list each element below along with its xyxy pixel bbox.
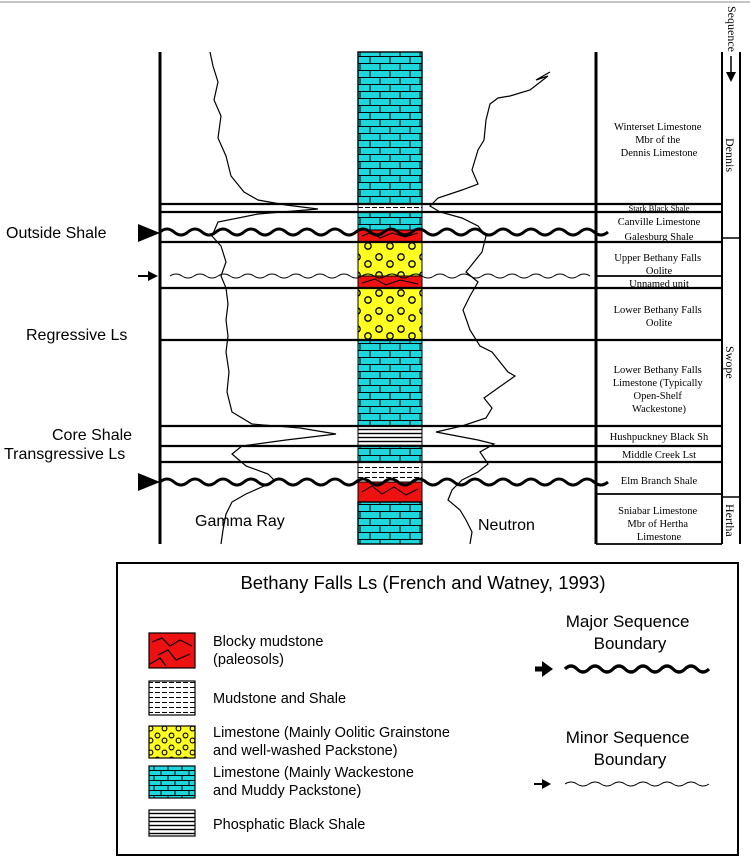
column-lower-bethany-oolite [357, 287, 423, 341]
legend-label-oolite: Limestone (Mainly Oolitic Grainstone and… [213, 725, 454, 759]
legend-major-boundary-line [563, 664, 711, 674]
lithology-column [357, 51, 423, 545]
unit-upper-bethany: Upper Bethany Falls Oolite [614, 253, 704, 277]
legend-label-paleosol: Blocky mudstone (paleosols) [213, 634, 327, 668]
column-winterset-limestone [357, 51, 423, 205]
sequence-swope: Swope [723, 346, 737, 379]
neutron-curve [429, 71, 551, 545]
unit-sniabar: Sniabar Limestone Mbr of Hertha Limeston… [618, 506, 700, 543]
unit-lower-bethany-limestone: Lower Bethany Falls Limestone (Typically… [613, 365, 706, 415]
column-hushpuckney-black-shale [357, 425, 423, 447]
column-lower-bethany-limestone [357, 339, 423, 427]
column-sniabar-limestone [357, 501, 423, 545]
label-core-shale: Core Shale [52, 427, 132, 444]
unit-stark: Stark Black Shale [629, 203, 690, 213]
unit-galesburg: Galesburg Shale [625, 232, 694, 243]
label-outside-shale: Outside Shale [6, 225, 107, 242]
unit-hushpuckney: Hushpuckney Black Sh [610, 432, 709, 443]
column-unnamed-paleosol [357, 275, 423, 289]
column-middle-creek-limestone [357, 445, 423, 463]
label-neutron: Neutron [478, 517, 535, 534]
gamma-ray-track [158, 51, 337, 545]
legend-swatch-paleosol [148, 632, 196, 669]
legend-minor-boundary-line [564, 781, 710, 787]
legend-label-limestone: Limestone (Mainly Wackestone and Muddy P… [213, 765, 418, 799]
sequence-dennis: Dennis [723, 138, 737, 172]
unit-boundaries [160, 202, 722, 545]
label-regressive-ls: Regressive Ls [26, 327, 127, 344]
unit-winterset: Winterset Limestone Mbr of the Dennis Li… [614, 122, 704, 159]
unit-elm-branch: Elm Branch Shale [621, 476, 698, 487]
legend-title: Bethany Falls Ls (French and Watney, 199… [240, 572, 605, 593]
unit-canville: Canville Limestone [618, 217, 701, 228]
legend-swatch-oolite [148, 725, 196, 759]
sequence-header: Sequence [725, 6, 739, 52]
legend-swatch-mudstone-shale [148, 680, 196, 716]
unit-lower-bethany-oolite: Lower Bethany Falls Oolite [614, 305, 705, 329]
sequence-header-arrow [726, 56, 736, 82]
legend-label-black-shale: Phosphatic Black Shale [213, 817, 365, 833]
legend-swatch-black-shale [148, 809, 196, 837]
major-boundary-arrow-upper [138, 224, 160, 242]
gamma-ray-curve [209, 51, 337, 545]
legend-minor-boundary-arrow [534, 779, 551, 789]
minor-boundary-arrow [138, 271, 158, 281]
column-stark-shale [357, 203, 423, 213]
label-gamma-ray: Gamma Ray [195, 513, 285, 530]
major-boundary-outside-shale [159, 227, 609, 237]
legend-swatch-limestone [148, 765, 196, 799]
major-boundary-arrow-lower [138, 473, 160, 491]
column-canville-limestone [357, 211, 423, 231]
legend-minor-boundary-label: Minor Sequence Boundary [566, 728, 695, 769]
legend-major-boundary-label: Major Sequence Boundary [566, 612, 695, 653]
unit-description-column [721, 52, 741, 544]
unit-unnamed: Unnamed unit [629, 279, 689, 290]
legend-label-mudstone-shale: Mudstone and Shale [213, 691, 346, 707]
unit-middle-creek: Middle Creek Lst [622, 450, 696, 461]
legend: Bethany Falls Ls (French and Watney, 199… [116, 562, 739, 856]
neutron-track [429, 52, 598, 545]
label-transgressive-ls: Transgressive Ls [4, 446, 125, 463]
sequence-hertha: Hertha [723, 504, 737, 537]
minor-boundary-unnamed [169, 273, 591, 279]
major-boundary-elm-branch [159, 477, 609, 487]
column-upper-bethany-oolite [357, 241, 423, 277]
legend-major-boundary-arrow [535, 661, 553, 677]
